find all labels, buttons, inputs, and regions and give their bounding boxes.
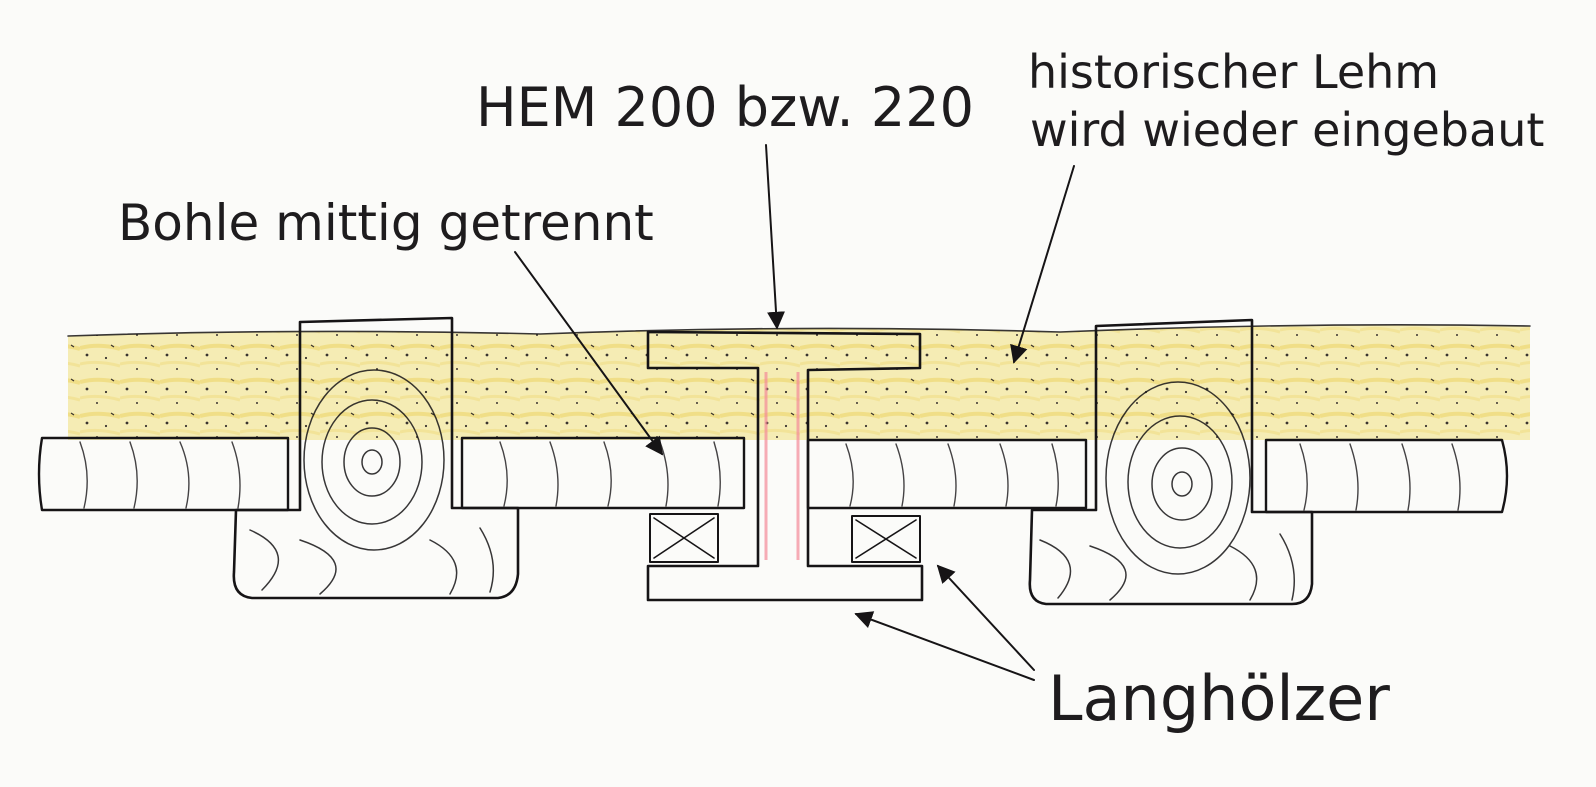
label-hem: HEM 200 bzw. 220 [476,76,974,139]
i-beam-icon [646,330,924,602]
arrow-icon [514,251,664,456]
timber-beam-right [1028,318,1314,606]
plank-left [37,436,290,512]
label-lehm-line2: wird wieder eingebaut [1030,103,1544,157]
cross-batten-icon [855,519,917,559]
batten-right [851,515,921,563]
timber-beam-left [232,316,520,600]
leader-lines [514,144,1075,681]
label-lehm-line1: historischer Lehm [1028,45,1439,99]
label-langhoelzer: Langhölzer [1048,662,1390,735]
plank-center-right [806,438,1088,510]
batten-left [649,513,719,563]
arrow-icon [765,144,786,330]
arrow-icon [1010,165,1075,364]
arrow-icon [854,611,1035,681]
arrow-icon [936,564,1035,671]
label-bohle: Bohle mittig getrennt [118,194,654,252]
steel-i-beam [646,330,924,602]
tree-rings-icon [1039,381,1295,601]
plank-center-left [460,436,746,510]
tree-rings-icon [249,369,495,595]
plank-group [37,436,1509,514]
cross-batten-icon [653,517,715,559]
plank-right [1264,438,1509,514]
